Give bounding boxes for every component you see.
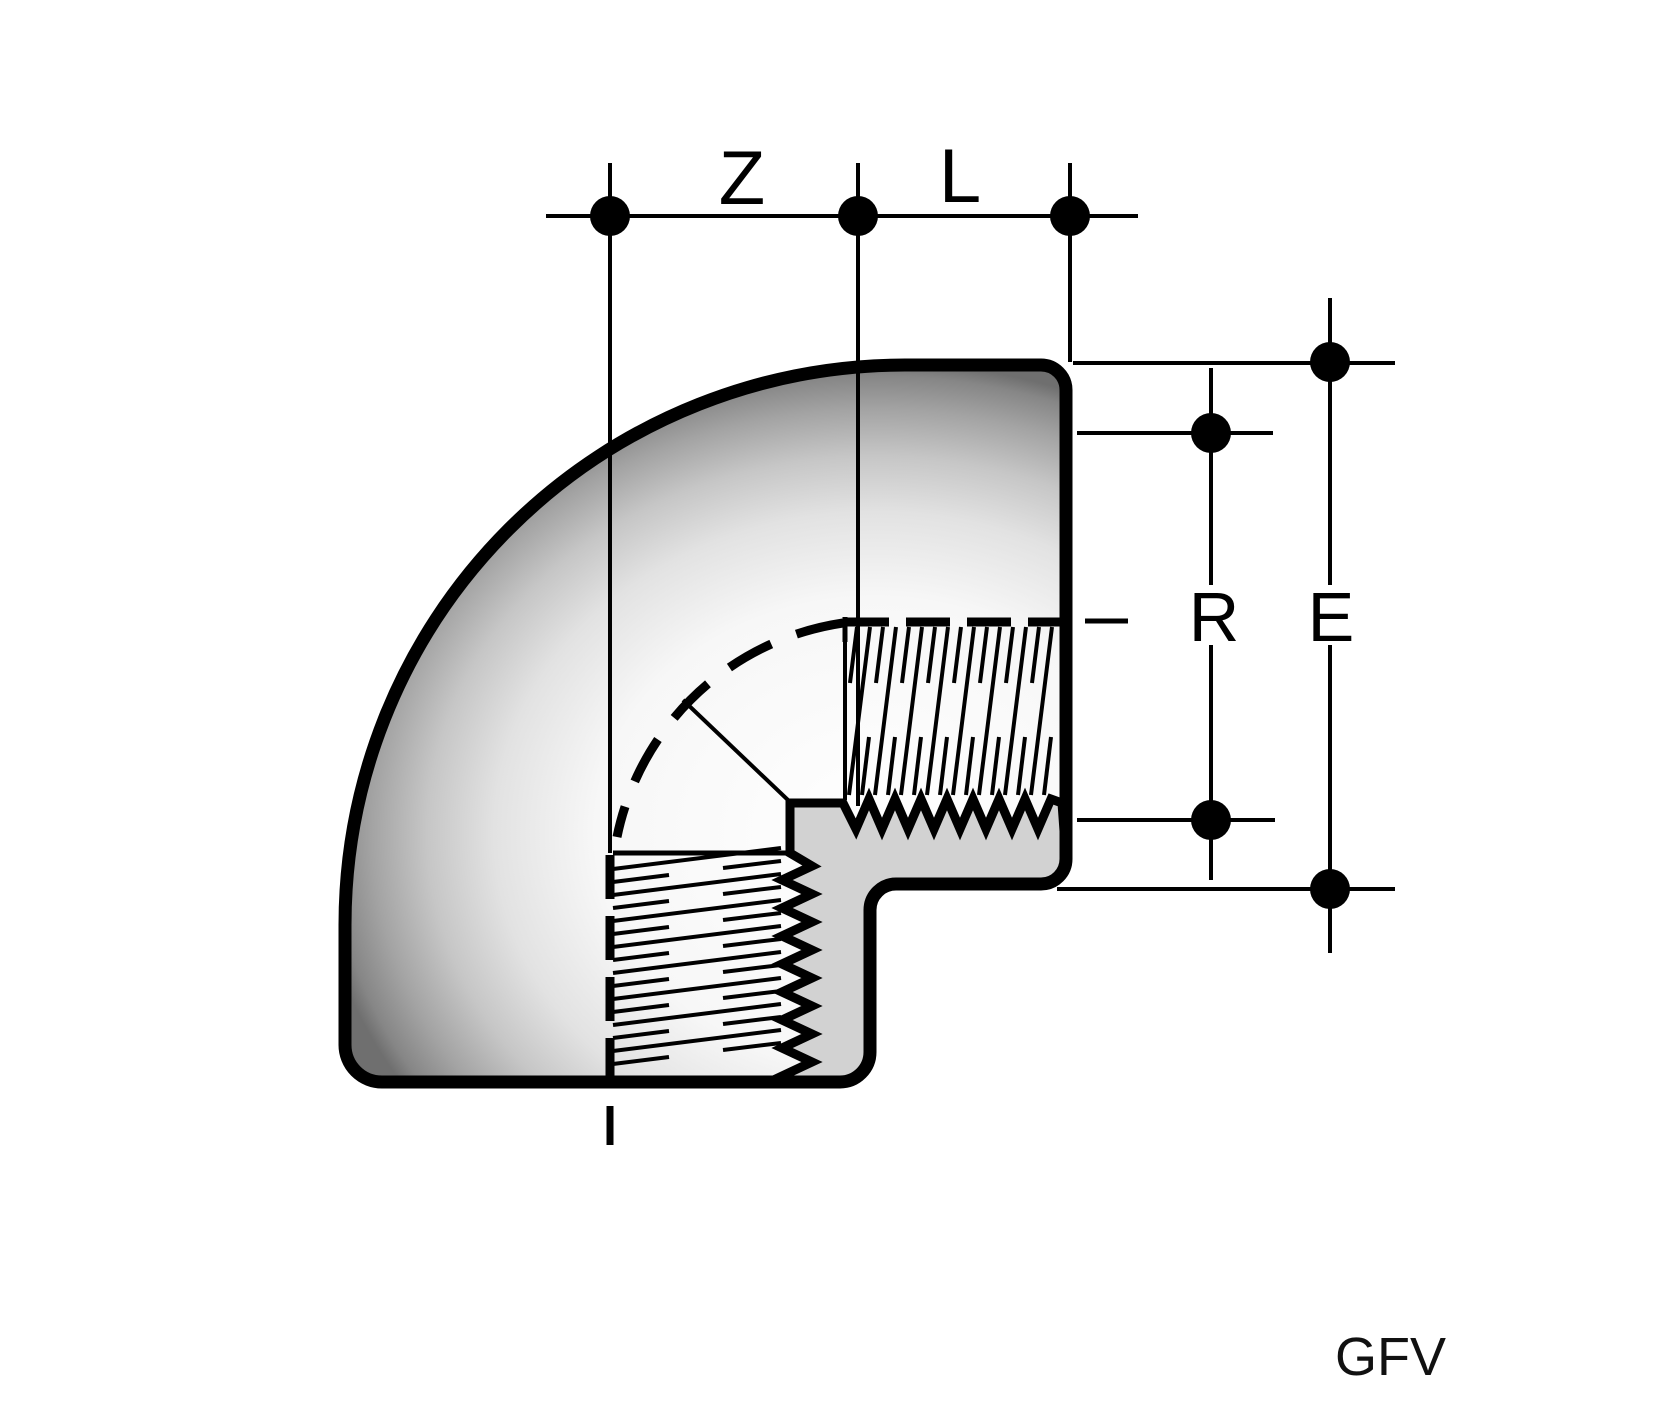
cut-surface <box>769 787 1071 1087</box>
bottom-port-flank-lines <box>612 846 782 1066</box>
bottom-port-threads <box>605 846 788 1078</box>
dimension-dot <box>590 196 630 236</box>
extension-lines <box>606 163 1128 1145</box>
dimension-dot <box>1050 196 1090 236</box>
dimension-dot <box>1310 869 1350 909</box>
dim-label-e: E <box>1308 578 1355 656</box>
brand-mark: GFV <box>1335 1327 1446 1387</box>
bore-dashed-arc <box>612 618 844 838</box>
dim-label-l: L <box>939 134 981 219</box>
dimension-R: R <box>1077 368 1275 880</box>
dimension-dot <box>838 196 878 236</box>
dimension-dot <box>1191 413 1231 453</box>
dim-label-r: R <box>1189 578 1240 656</box>
dimension-dot <box>1310 342 1350 382</box>
right-port-flank-lines <box>847 626 1054 796</box>
dimension-E: E <box>1057 298 1395 953</box>
port-junction-line <box>681 698 791 803</box>
right-port-threads <box>842 617 1060 800</box>
elbow-outline <box>338 358 1073 1089</box>
dim-label-z: Z <box>719 136 765 221</box>
dimension-dot <box>1191 800 1231 840</box>
dimension-top: Z L <box>546 134 1138 236</box>
